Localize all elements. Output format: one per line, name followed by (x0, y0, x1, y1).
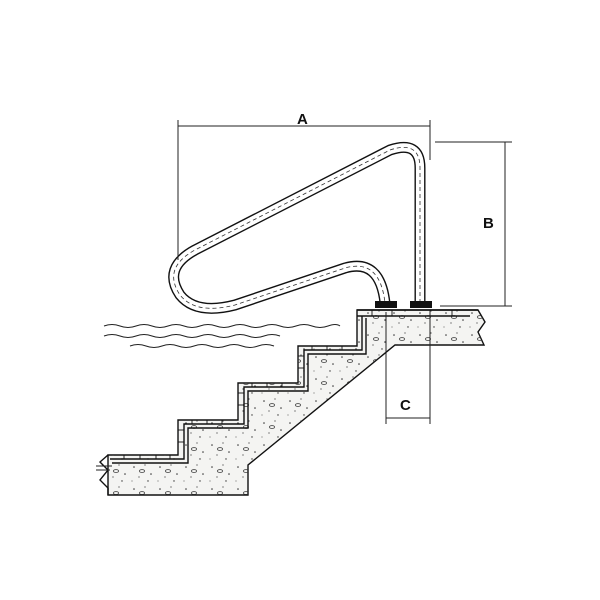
step-tiles (110, 316, 367, 464)
water-surface (103, 324, 341, 348)
rail-flange-right (410, 301, 432, 308)
dimension-a: A (177, 111, 431, 260)
deck-edge (357, 309, 478, 317)
tile-ticks (123, 346, 343, 459)
dimension-b: B (435, 141, 512, 307)
dimension-label-a: A (297, 111, 308, 128)
dimension-c: C (385, 312, 431, 424)
rail-flange-left (375, 301, 397, 308)
dimension-label-b: B (483, 215, 494, 232)
concrete-stairs (96, 309, 486, 496)
left-break (98, 454, 109, 495)
handrail (168, 141, 432, 314)
dimension-label-c: C (400, 397, 411, 414)
rail-centerline (173, 146, 421, 309)
